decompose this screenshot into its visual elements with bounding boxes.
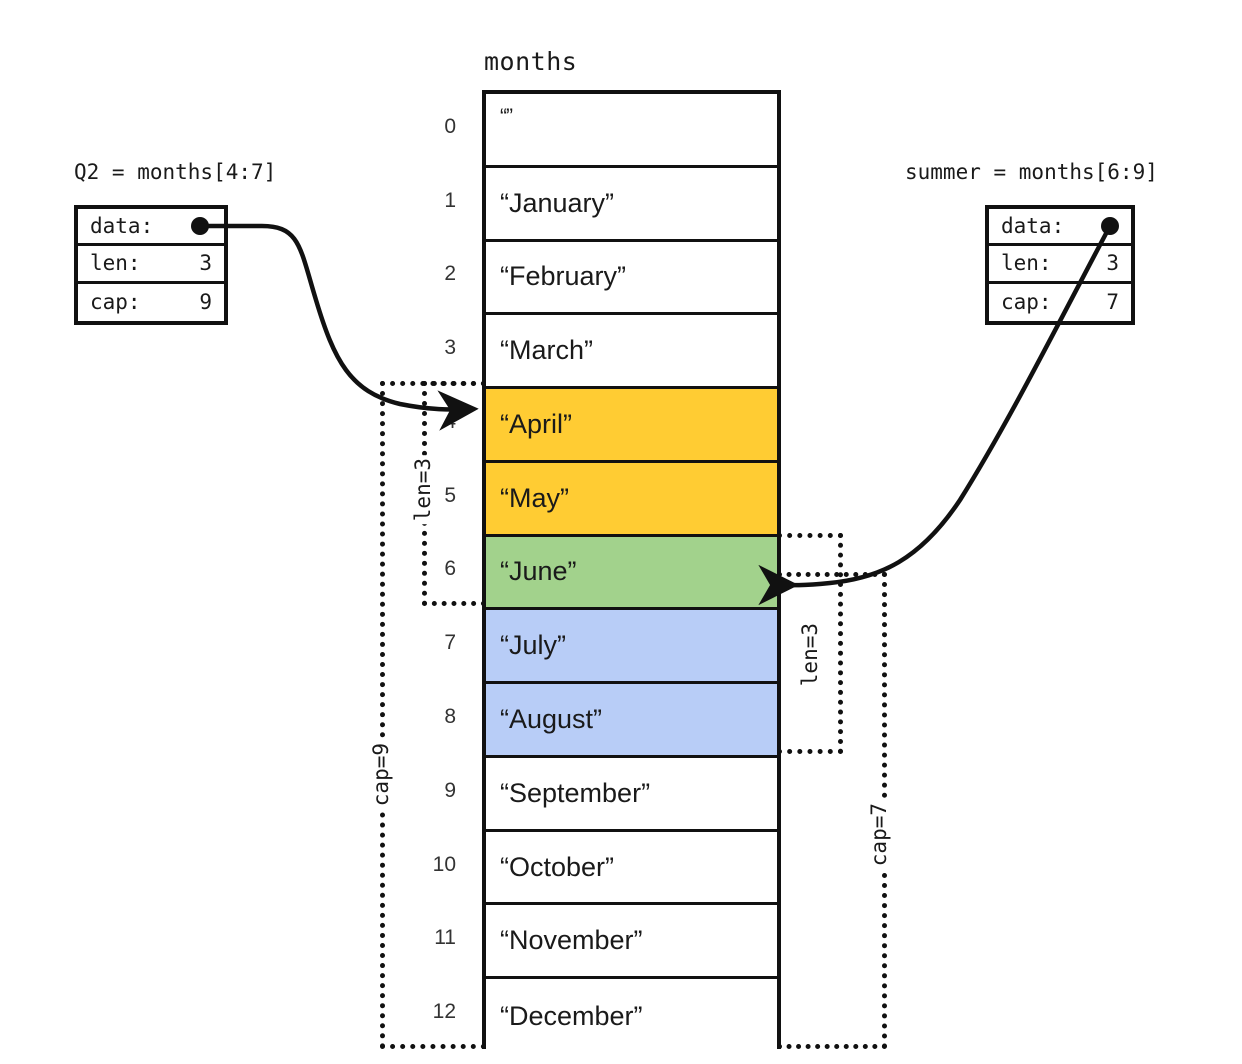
array-cell: “October” xyxy=(486,831,777,906)
index-label: 6 xyxy=(444,557,456,581)
cell-value: “September” xyxy=(500,777,651,808)
cell-value: “January” xyxy=(500,187,615,218)
q2-len-label: len=3 xyxy=(410,455,436,525)
index-label: 12 xyxy=(432,1000,456,1024)
field-value: 3 xyxy=(1106,251,1119,276)
cell-value: “February” xyxy=(500,261,627,292)
array-cell: “” xyxy=(486,94,777,168)
months-array-table: “” “January” “February” “March” “April” … xyxy=(482,90,781,1053)
summer-caption: summer = months[6:9] xyxy=(905,160,1158,184)
array-cell: “July” xyxy=(486,610,777,685)
array-cell: “August” xyxy=(486,684,777,758)
cell-value: “April” xyxy=(500,408,572,439)
field-key: data: xyxy=(1001,214,1065,239)
index-label: 1 xyxy=(444,188,456,212)
array-cell: “April” xyxy=(486,389,777,463)
field-key: data: xyxy=(90,214,154,239)
summer-cap-label: cap=7 xyxy=(866,800,892,870)
field-value: 9 xyxy=(199,290,212,315)
summer-cap-field: cap: 7 xyxy=(989,284,1131,321)
index-label: 9 xyxy=(444,778,456,802)
months-array-title: months xyxy=(484,47,578,76)
array-cell: “June” xyxy=(486,536,777,611)
field-key: cap: xyxy=(90,290,141,315)
index-label: 3 xyxy=(444,336,456,360)
cell-value: “October” xyxy=(500,851,615,882)
summer-data-field: data: xyxy=(989,209,1131,247)
array-cell: “March” xyxy=(486,315,777,390)
array-cell: “December” xyxy=(486,979,777,1053)
summer-len-label: len=3 xyxy=(797,620,823,690)
summer-slice-header: data: len: 3 cap: 7 xyxy=(985,205,1135,325)
q2-cap-field: cap: 9 xyxy=(78,284,224,321)
index-label: 7 xyxy=(444,631,456,655)
field-value: 7 xyxy=(1106,290,1119,315)
summer-len-field: len: 3 xyxy=(989,246,1131,284)
field-key: len: xyxy=(90,251,141,276)
q2-len-field: len: 3 xyxy=(78,246,224,284)
index-label: 8 xyxy=(444,705,456,728)
cell-value: “June” xyxy=(500,556,577,587)
array-cell: “November” xyxy=(486,905,777,980)
array-cell: “September” xyxy=(486,757,777,832)
index-label: 2 xyxy=(444,262,456,286)
cell-value: “December” xyxy=(500,1000,643,1031)
q2-data-field: data: xyxy=(78,209,224,247)
field-key: len: xyxy=(1001,251,1052,276)
field-value: 3 xyxy=(199,251,212,276)
index-label: 11 xyxy=(434,926,456,950)
array-cell: “January” xyxy=(486,167,777,242)
cell-value: “March” xyxy=(500,335,593,366)
q2-cap-label: cap=9 xyxy=(368,740,394,810)
cell-value: “July” xyxy=(500,630,566,661)
cell-value: “” xyxy=(500,105,513,128)
array-cell: “February” xyxy=(486,241,777,316)
index-label: 10 xyxy=(432,852,456,876)
cell-value: “November” xyxy=(500,925,643,956)
field-key: cap: xyxy=(1001,290,1052,315)
cell-value: “August” xyxy=(500,704,603,734)
cell-value: “May” xyxy=(500,482,569,513)
index-label: 5 xyxy=(444,483,456,507)
q2-caption: Q2 = months[4:7] xyxy=(74,160,277,184)
index-label: 0 xyxy=(444,114,456,138)
q2-slice-header: data: len: 3 cap: 9 xyxy=(74,205,228,325)
array-cell: “May” xyxy=(486,462,777,537)
